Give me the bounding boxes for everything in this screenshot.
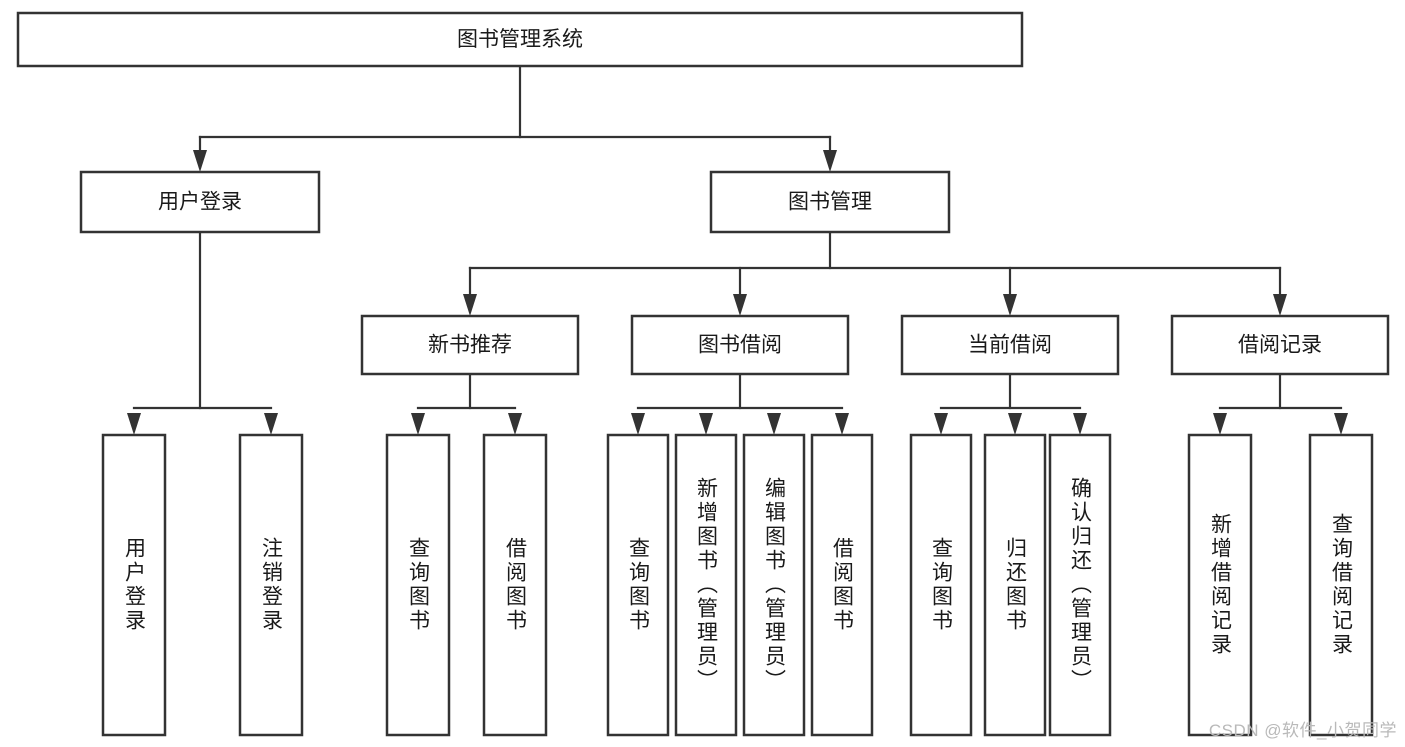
node-box-level2-0[interactable] (79, 170, 321, 234)
arrow-head-icon (1273, 294, 1287, 316)
arrow-head-icon (508, 413, 522, 435)
node-label-level3-1: 图书借阅 (698, 334, 782, 357)
node-box-level3-3[interactable] (1170, 314, 1390, 376)
arrow-head-icon (1334, 413, 1348, 435)
arrow-head-icon (1213, 413, 1227, 435)
watermark-text: CSDN @软件_小贺同学 (1208, 721, 1397, 740)
boxes-layer (16, 11, 1390, 737)
node-label-level3-3: 借阅记录 (1238, 334, 1322, 357)
arrow-head-icon (835, 413, 849, 435)
arrow-head-icon (1073, 413, 1087, 435)
arrow-head-icon (193, 150, 207, 172)
node-box-root[interactable] (16, 11, 1024, 68)
arrow-head-icon (1003, 294, 1017, 316)
node-label-level2-0: 用户登录 (158, 191, 242, 214)
node-box-leaf-6[interactable] (742, 433, 806, 737)
node-box-level3-2[interactable] (900, 314, 1120, 376)
arrow-head-icon (463, 294, 477, 316)
arrow-head-icon (1008, 413, 1022, 435)
node-box-level2-1[interactable] (709, 170, 951, 234)
node-box-leaf-1[interactable] (238, 433, 304, 737)
arrow-head-icon (127, 413, 141, 435)
node-label-level3-2: 当前借阅 (968, 334, 1052, 357)
node-box-leaf-10[interactable] (1048, 433, 1112, 737)
connectors-layer (127, 64, 1348, 435)
arrow-head-icon (411, 413, 425, 435)
node-box-leaf-3[interactable] (482, 433, 548, 737)
node-box-leaf-11[interactable] (1187, 433, 1253, 737)
node-box-leaf-9[interactable] (983, 433, 1047, 737)
node-label-level2-1: 图书管理 (788, 191, 872, 214)
node-label-root: 图书管理系统 (457, 28, 583, 51)
node-box-level3-0[interactable] (360, 314, 580, 376)
node-box-level3-1[interactable] (630, 314, 850, 376)
arrow-head-icon (767, 413, 781, 435)
arrow-head-icon (699, 413, 713, 435)
node-box-leaf-4[interactable] (606, 433, 670, 737)
node-box-leaf-0[interactable] (101, 433, 167, 737)
node-box-leaf-8[interactable] (909, 433, 973, 737)
arrow-head-icon (823, 150, 837, 172)
node-label-level3-0: 新书推荐 (428, 334, 512, 357)
node-box-leaf-5[interactable] (674, 433, 738, 737)
arrow-head-icon (733, 294, 747, 316)
arrow-head-icon (631, 413, 645, 435)
node-box-leaf-7[interactable] (810, 433, 874, 737)
node-box-leaf-12[interactable] (1308, 433, 1374, 737)
arrow-head-icon (934, 413, 948, 435)
arrow-head-icon (264, 413, 278, 435)
node-box-leaf-2[interactable] (385, 433, 451, 737)
